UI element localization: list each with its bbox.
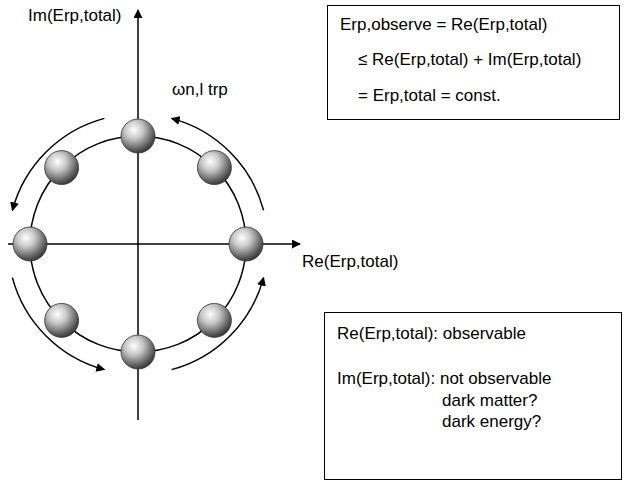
ball [45,151,79,185]
equation-box: Re(Erp,total): observableIm(Erp,total): … [324,312,622,480]
ball [197,303,231,337]
box-text: = Erp,total = const. [340,85,607,106]
ball [229,227,263,261]
ball [45,303,79,337]
box-text: ≤ Re(Erp,total) + Im(Erp,total) [340,49,607,70]
box-text: Re(Erp,total): observable [337,323,609,344]
box-text: Im(Erp,total): not observable dark matte… [337,368,567,432]
box-text: Erp,observe = Re(Erp,total) [340,14,607,35]
ball [121,119,155,153]
rotation-arrow [12,278,104,370]
orbit-circle [30,136,246,352]
axis-label: Re(Erp,total) [300,252,400,272]
equation-box: Erp,observe = Re(Erp,total) ≤ Re(Erp,tota… [327,5,620,120]
rotation-arrow [172,278,264,370]
axis-label: Im(Erp,total) [26,6,124,26]
ball [197,151,231,185]
ball [13,227,47,261]
rotation-arrow [12,118,104,210]
ball [121,335,155,369]
rotation-arrow [172,118,264,210]
angle-label: ωn,l trp [170,80,230,100]
